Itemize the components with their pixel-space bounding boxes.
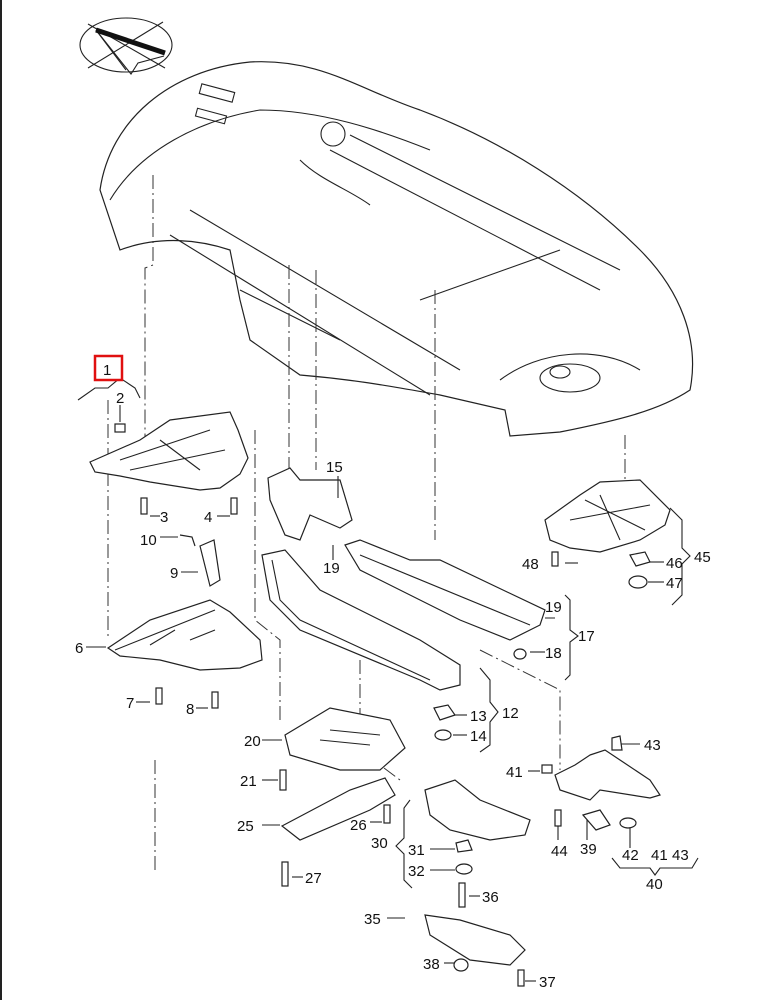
part-26-bolt [383,804,391,824]
callout-17[interactable]: 17 [578,628,595,645]
part-39-pad [581,809,611,831]
part-20-guard [284,707,406,771]
callout-6[interactable]: 6 [75,640,83,657]
part-17-center-panel [344,539,546,641]
callout-36[interactable]: 36 [482,889,499,906]
callout-10[interactable]: 10 [140,532,157,549]
part-3-bolt [140,497,148,515]
callout-30[interactable]: 30 [371,835,388,852]
view-direction-icon [79,17,173,75]
part-46-nut [629,551,651,567]
callout-4[interactable]: 4 [204,509,212,526]
callout-45[interactable]: 45 [694,549,711,566]
vehicle-body-shell [99,61,694,437]
callout-9[interactable]: 9 [170,565,178,582]
callout-18[interactable]: 18 [545,645,562,662]
callout-26[interactable]: 26 [350,817,367,834]
left-edge-border [0,0,2,1000]
part-9-bracket [179,534,221,587]
callout-43-bottom[interactable]: 43 [672,847,689,864]
callout-3[interactable]: 3 [160,509,168,526]
leader-lines [77,377,699,982]
part-31-nut [455,839,473,853]
callout-20[interactable]: 20 [244,733,261,750]
fasteners [140,497,637,987]
part-21-clip [279,769,287,791]
callout-2[interactable]: 2 [116,390,124,407]
part-47-clip [628,575,648,589]
part-2-clip [114,423,126,433]
part-32-clip [455,863,473,875]
callout-41-left[interactable]: 41 [506,764,523,781]
part-13-nut [433,704,456,721]
part-12-side-panel [261,549,461,691]
part-27-clip [281,861,289,887]
part-36-pin [458,882,466,908]
part-25-bracket [280,777,396,841]
callout-21[interactable]: 21 [240,773,257,790]
callout-42[interactable]: 42 [622,847,639,864]
part-10-bolt [179,534,196,547]
callout-48[interactable]: 48 [522,556,539,573]
part-43-clip [611,735,623,751]
callout-32[interactable]: 32 [408,863,425,880]
callout-39[interactable]: 39 [580,841,597,858]
callout-37[interactable]: 37 [539,974,556,991]
callout-41-bottom[interactable]: 41 [651,847,668,864]
part-underbody-guard-rear [106,599,263,671]
part-38-nut [453,958,469,972]
callout-7[interactable]: 7 [126,695,134,712]
part-42-clip [619,817,637,829]
highlight-box [93,354,124,382]
part-underbody-guard-front [89,411,249,491]
part-45-rear-guard [544,479,671,589]
part-37-bolt [517,969,525,987]
callout-12[interactable]: 12 [502,705,519,722]
callout-19-lower[interactable]: 19 [545,599,562,616]
callout-14[interactable]: 14 [470,728,487,745]
part-48-bolt [551,551,559,567]
callout-15[interactable]: 15 [326,459,343,476]
assembly-lines [107,175,626,870]
callout-38[interactable]: 38 [423,956,440,973]
part-15-panel [267,467,353,541]
part-40-bracket [554,749,661,831]
callout-43-top[interactable]: 43 [644,737,661,754]
callout-13[interactable]: 13 [470,708,487,725]
part-7-bolt [155,687,163,705]
part-30-tunnel-panel [424,779,531,841]
part-14-clip [434,729,452,741]
callout-47[interactable]: 47 [666,575,683,592]
callout-8[interactable]: 8 [186,701,194,718]
part-4-bolt [230,497,238,515]
callout-27[interactable]: 27 [305,870,322,887]
callout-40[interactable]: 40 [646,876,663,893]
callout-labels: 1 2 3 4 6 7 8 9 10 12 13 14 15 17 18 19 … [75,362,711,991]
callout-25[interactable]: 25 [237,818,254,835]
callout-44[interactable]: 44 [551,843,568,860]
callout-46[interactable]: 46 [666,555,683,572]
callout-35[interactable]: 35 [364,911,381,928]
part-41-clip [541,764,553,774]
callout-19-upper[interactable]: 19 [323,560,340,577]
part-18-clip [513,648,527,660]
part-35-panel [424,914,526,966]
callout-31[interactable]: 31 [408,842,425,859]
part-44-bolt [554,809,562,827]
callout-1[interactable]: 1 [103,362,111,379]
part-8-bolt [211,691,219,709]
